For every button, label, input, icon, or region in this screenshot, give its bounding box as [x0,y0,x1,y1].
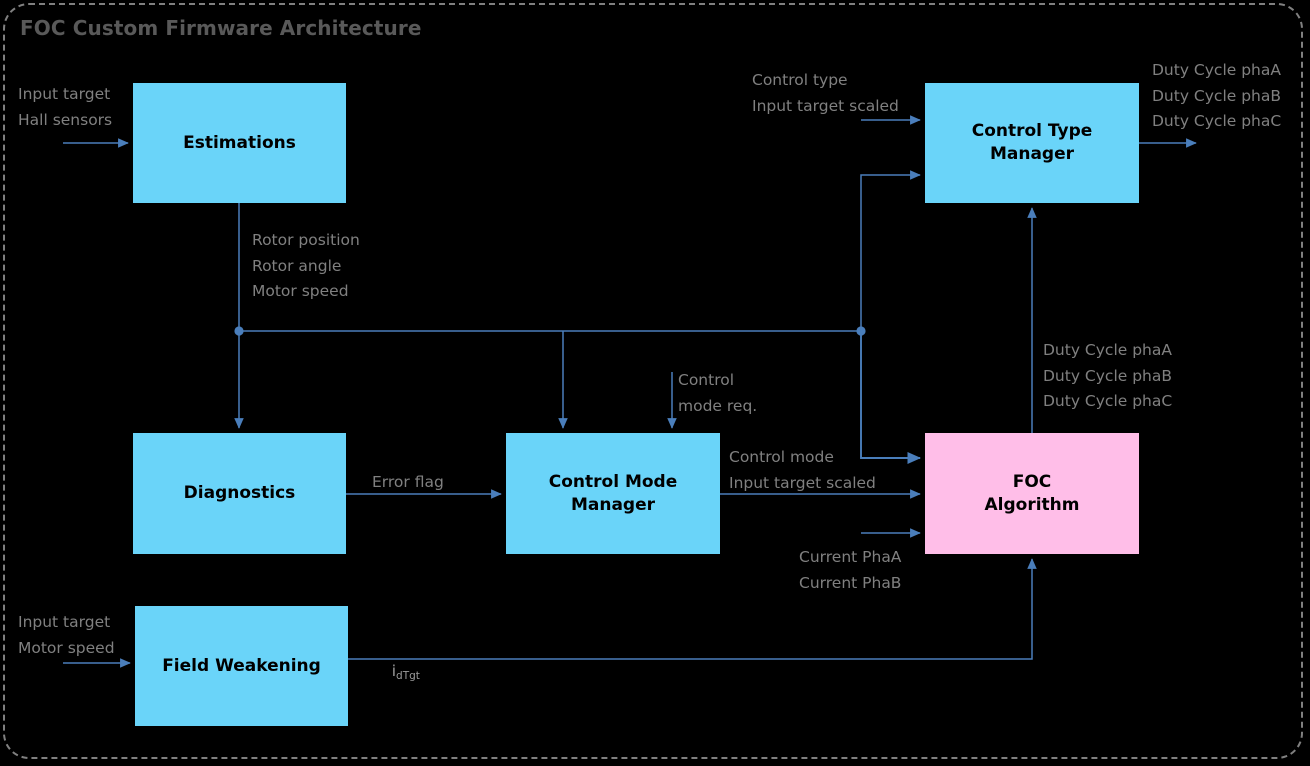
label-input-target-hall-sensors: Input target Hall sensors [18,85,113,129]
label-input-target-motor-speed: Input target Motor speed [18,613,115,657]
junction-dot-estimations [234,326,244,336]
label-control-type-input-target-scaled: Control type Input target scaled [752,71,899,115]
label-rotor-position-angle-motor-speed: Rotor position Rotor angle Motor speed [252,231,360,301]
label-idtgt-subscript: dTgt [396,669,420,682]
node-control-type-manager-label: Control Type Manager [971,121,1093,164]
junction-dot-right-bus [856,326,866,336]
wire-idtgt-to-foc [348,558,1037,660]
node-control-type-manager[interactable]: Control Type Manager [925,83,1139,203]
node-control-mode-manager-label: Control Mode Manager [548,471,678,515]
node-diagnostics-label: Diagnostics [183,483,296,504]
page-title: FOC Custom Firmware Architecture [20,16,422,40]
node-estimations-label: Estimations [183,132,296,153]
node-field-weakening[interactable]: Field Weakening [135,606,348,726]
label-duty-cycle-foc-to-control-type: Duty Cycle phaA Duty Cycle phaB Duty Cyc… [1043,341,1173,411]
wire-bus-to-control-type-manager [860,170,921,331]
label-duty-cycle-output: Duty Cycle phaA Duty Cycle phaB Duty Cyc… [1152,61,1282,131]
node-diagnostics[interactable]: Diagnostics [133,433,346,554]
wire-bus-to-foc-algorithm [860,331,922,465]
node-control-mode-manager[interactable]: Control Mode Manager [506,433,720,554]
label-control-mode-req: Control mode req. [678,371,758,415]
node-estimations[interactable]: Estimations [133,83,346,203]
label-idtgt: idTgt [372,633,420,710]
label-idtgt-base: i [391,661,397,680]
node-foc-algorithm-label: FOC Algorithm [984,471,1080,515]
label-error-flag: Error flag [372,473,444,491]
label-control-mode-input-target-scaled: Control mode Input target scaled [729,448,876,492]
label-current-phaa-phab: Current PhaA Current PhaB [799,548,902,592]
node-foc-algorithm[interactable]: FOC Algorithm [925,433,1139,554]
node-field-weakening-label: Field Weakening [162,655,321,676]
